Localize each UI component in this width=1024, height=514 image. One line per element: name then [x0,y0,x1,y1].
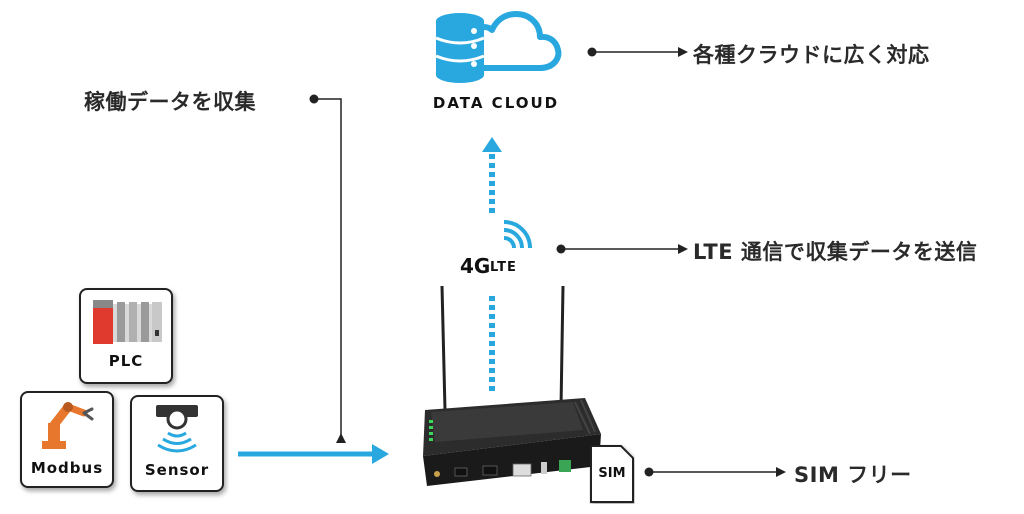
cloud-database-icon [428,6,564,86]
sensor-card: Sensor [130,395,224,492]
antenna-left [440,285,447,411]
collect-note: 稼働データを収集 [84,90,256,114]
sim-card-label: SIM [598,466,626,481]
router-device [405,284,605,488]
lte-note: LTE 通信で収集データを送信 [693,240,978,264]
antenna-right [559,285,565,409]
lte-badge-sub: LTE [490,260,517,275]
cloud-note: 各種クラウドに広く対応 [693,43,930,67]
modbus-card: Modbus [20,391,114,488]
lte-badge: 4G LTE [456,218,536,278]
signal-icon [503,220,532,249]
robot-arm-icon [42,402,94,449]
lte-badge-main: 4G [460,254,491,278]
sim-note-connector [644,467,786,477]
plc-label: PLC [108,352,144,370]
sim-card: SIM [589,444,635,504]
sensor-icon [156,405,198,453]
sensor-label: Sensor [144,461,210,479]
uplink-arrow-upper [482,137,502,213]
plc-card: PLC [79,288,173,384]
sim-note: SIM フリー [794,463,912,487]
cloud-label: DATA CLOUD [432,94,560,112]
plc-icon [93,300,162,344]
lte-note-connector [556,244,688,254]
collect-note-connector [309,94,346,443]
modbus-label: Modbus [30,459,104,477]
data-flow-arrow [238,444,389,464]
cloud-note-connector [587,47,688,57]
